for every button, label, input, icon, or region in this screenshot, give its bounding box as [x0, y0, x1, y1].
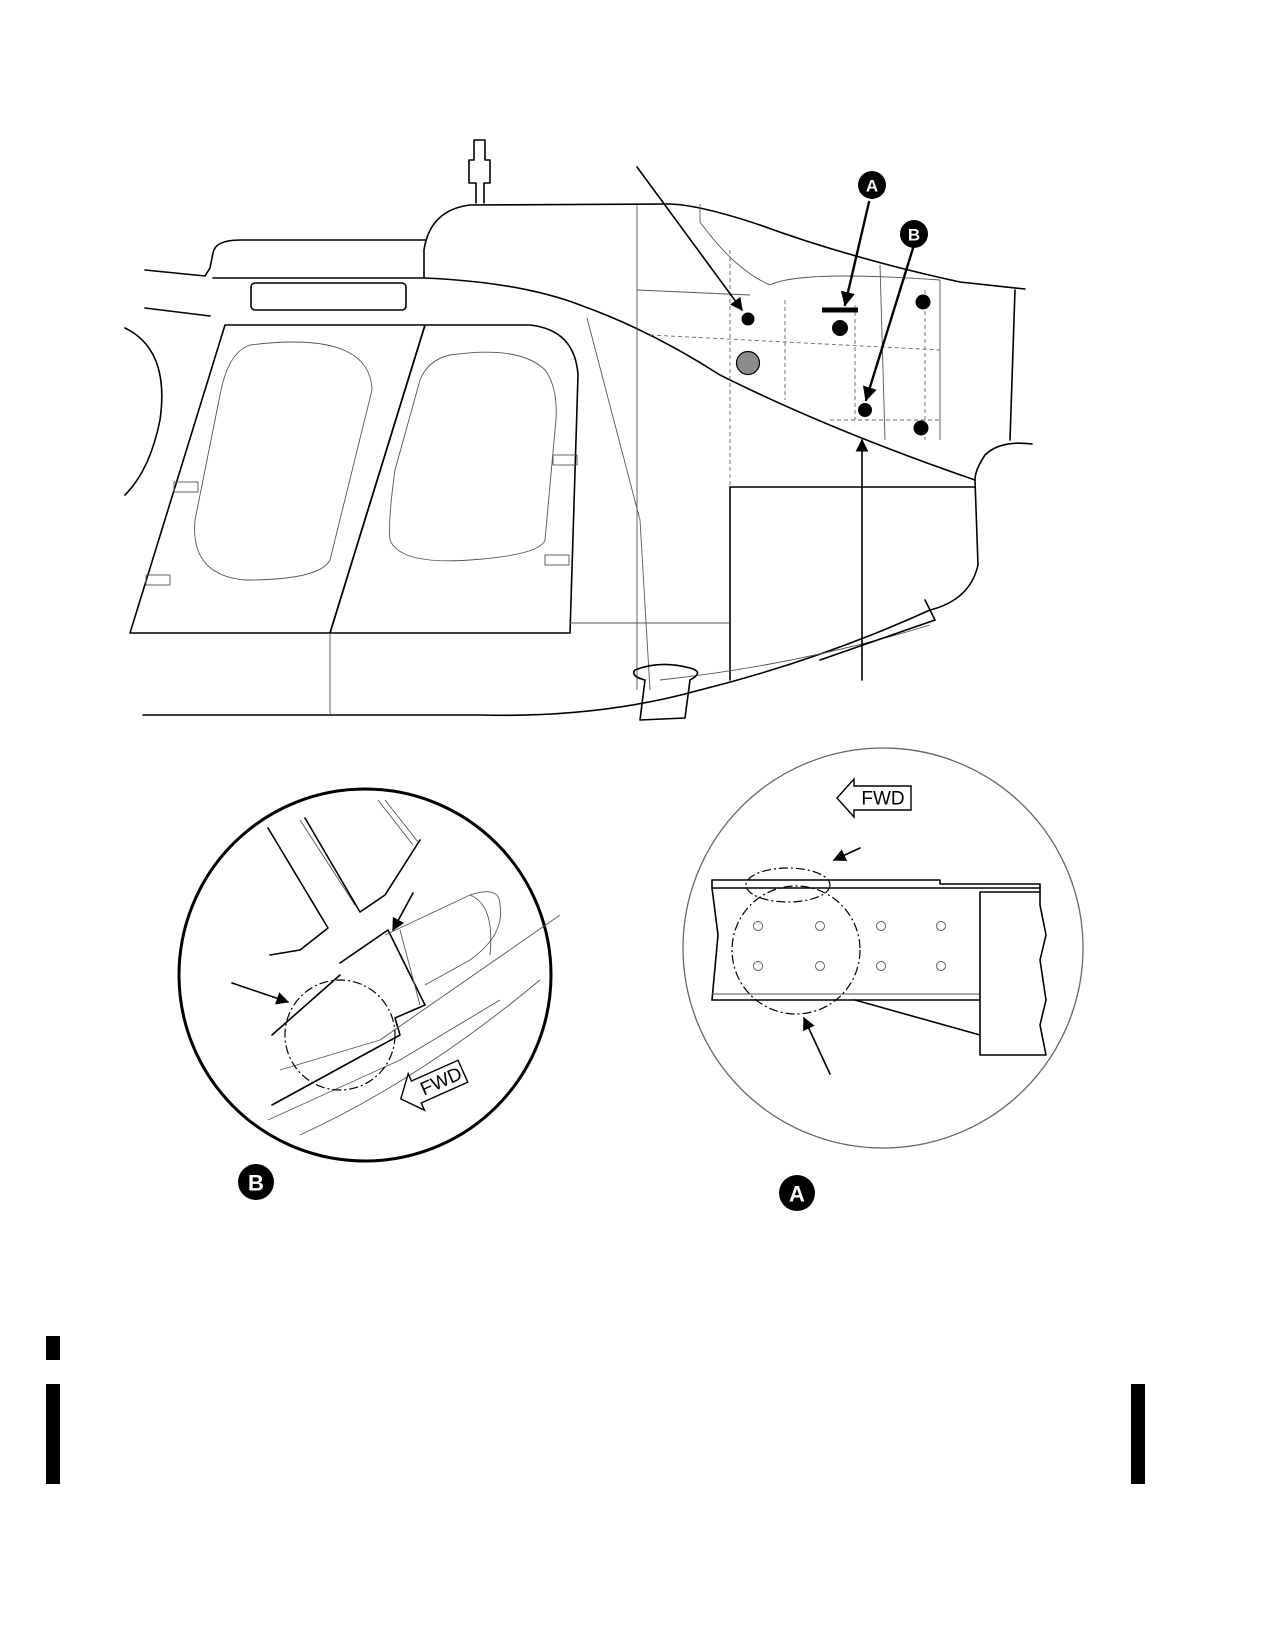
step-fitting [632, 663, 699, 721]
detail-a-fwd-label: FWD [861, 789, 904, 810]
detail-b-label: B [248, 1171, 264, 1196]
fastener [741, 312, 755, 326]
cabin-door-forward [129, 324, 426, 634]
cabin-door-aft [329, 324, 579, 634]
change-bar-left [46, 1384, 60, 1484]
callout-b-main: B [900, 220, 928, 248]
detail-b: FWD B [177, 787, 561, 1200]
detail-a-frame [682, 747, 1084, 1149]
fastener [858, 403, 872, 417]
change-bar-small [46, 1336, 60, 1360]
fastener [913, 420, 929, 436]
fuselage-side-view [124, 139, 1033, 721]
change-bar-right [1131, 1384, 1145, 1484]
fastener-grey [735, 350, 761, 376]
detail-b-frame [177, 787, 553, 1163]
fastener [915, 294, 931, 310]
roof-vent [250, 282, 407, 311]
callout-b-label: B [908, 226, 920, 245]
fastener [832, 320, 848, 336]
callout-a-label: A [866, 177, 878, 196]
detail-a-fwd-arrow: FWD [836, 777, 912, 819]
detail-b-fwd-arrow: FWD [399, 1059, 469, 1112]
detail-a: FWD A [682, 747, 1084, 1211]
detail-a-label: A [789, 1182, 805, 1207]
callout-a-main: A [858, 171, 886, 199]
